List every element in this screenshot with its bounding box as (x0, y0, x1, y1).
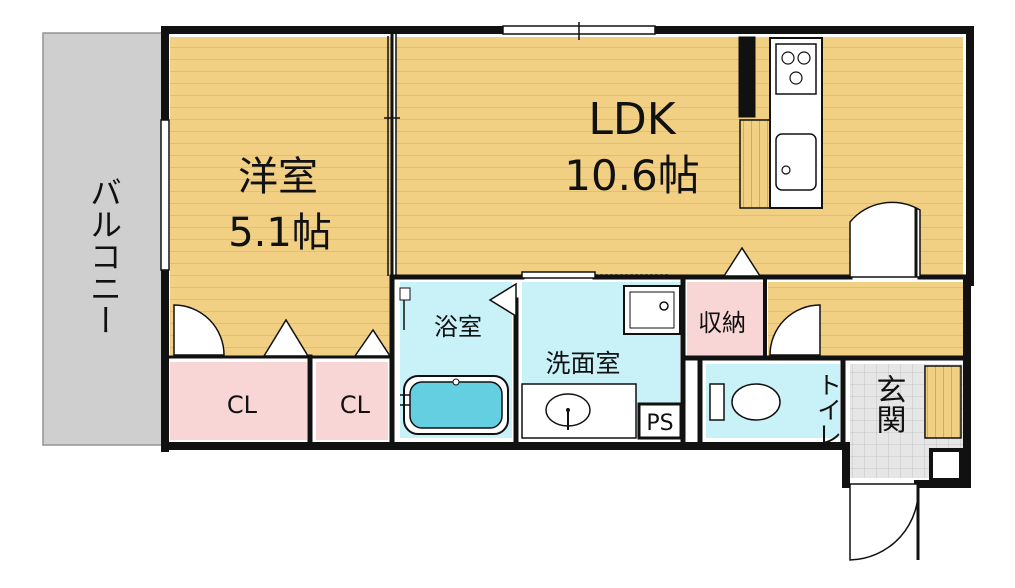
ldk-size: 10.6帖 (564, 151, 700, 200)
ldk-name: LDK (588, 94, 676, 145)
closet-1-area (170, 362, 307, 440)
closet-2-area (316, 362, 388, 440)
storage-label: 収納 (698, 309, 746, 337)
ldk-corner-post (740, 38, 754, 116)
closet-2-label: CL (340, 391, 371, 419)
bath-label: 浴室 (434, 313, 482, 341)
western-room-size: 5.1帖 (228, 210, 332, 256)
storage-area (687, 282, 765, 358)
western-room-name: 洋室 (238, 154, 318, 200)
walls (161, 26, 974, 488)
closet-1-label: CL (227, 391, 258, 419)
balcony-label: バルコニー (85, 176, 123, 336)
entrance-label: 玄関 (871, 374, 906, 434)
western-room-floor (170, 37, 392, 357)
toilet-fixture (709, 383, 781, 421)
sliding-door (521, 271, 668, 279)
door-swings (173, 201, 921, 561)
toilet-label: トイレ (814, 372, 843, 447)
washer-pan (623, 285, 681, 335)
ps-label: PS (646, 411, 673, 436)
windows (160, 22, 656, 276)
washroom-label: 洗面室 (545, 349, 620, 378)
wash-basin (521, 383, 637, 439)
shoe-cabinet (924, 365, 962, 439)
balcony-area (42, 32, 166, 446)
bathtub (399, 287, 512, 438)
entrance-pillar (929, 448, 963, 482)
